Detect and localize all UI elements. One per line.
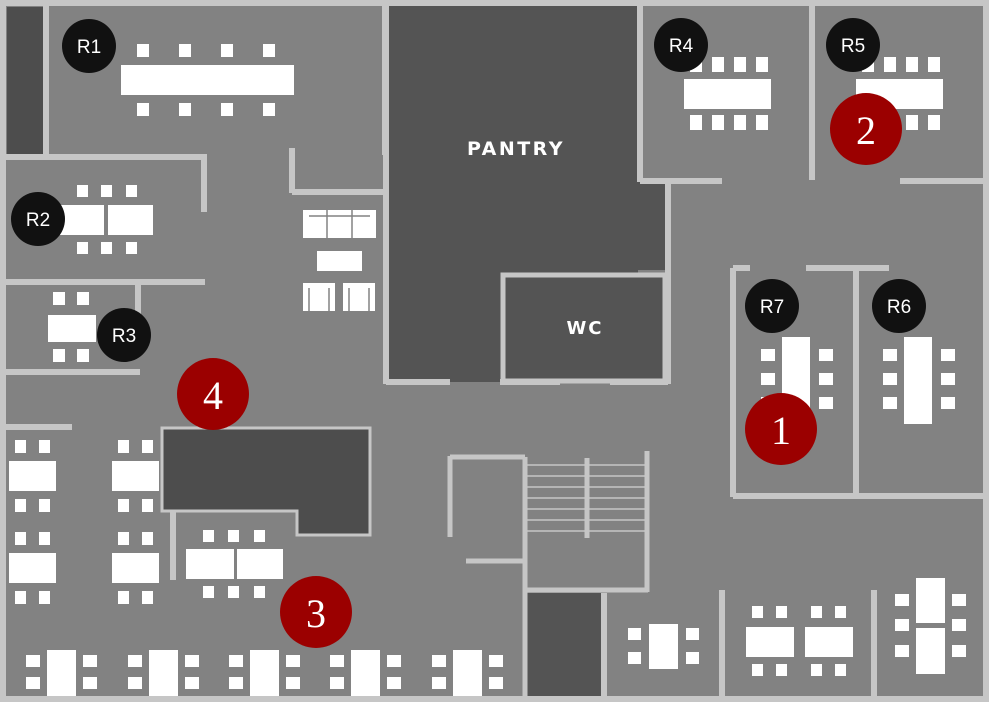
svg-text:R4: R4 bbox=[669, 36, 694, 57]
svg-text:4: 4 bbox=[203, 373, 223, 418]
room-badge-r3[interactable]: R3 bbox=[97, 308, 151, 362]
svg-text:2: 2 bbox=[856, 108, 876, 153]
room-badge-r4[interactable]: R4 bbox=[654, 18, 708, 72]
svg-text:R2: R2 bbox=[26, 210, 50, 231]
marker-3[interactable]: 3 bbox=[280, 576, 352, 648]
room-badge-r2[interactable]: R2 bbox=[11, 192, 65, 246]
svg-text:1: 1 bbox=[771, 408, 791, 453]
marker-2[interactable]: 2 bbox=[830, 93, 902, 165]
room-badge-r7[interactable]: R7 bbox=[745, 279, 799, 333]
desk bbox=[121, 65, 294, 95]
svg-text:R6: R6 bbox=[887, 297, 911, 318]
room-badge-r5[interactable]: R5 bbox=[826, 18, 880, 72]
lounge-chair-details bbox=[308, 210, 370, 311]
marker-1[interactable]: 1 bbox=[745, 393, 817, 465]
svg-text:R7: R7 bbox=[760, 297, 784, 318]
storage-block bbox=[160, 426, 372, 537]
svg-text:R5: R5 bbox=[841, 36, 865, 57]
interior-walls bbox=[6, 6, 983, 696]
svg-text:3: 3 bbox=[306, 591, 326, 636]
pantry-label: PANTRY bbox=[467, 138, 565, 160]
chair bbox=[137, 44, 149, 57]
svg-text:R3: R3 bbox=[112, 326, 136, 347]
elevator-shaft bbox=[527, 593, 601, 696]
marker-4[interactable]: 4 bbox=[177, 358, 249, 430]
svg-text:R1: R1 bbox=[77, 37, 101, 58]
wall-column bbox=[7, 7, 43, 154]
wc-area[interactable] bbox=[500, 272, 668, 384]
wc-label: WC bbox=[566, 318, 603, 339]
room-badge-r6[interactable]: R6 bbox=[872, 279, 926, 333]
room-badge-r1[interactable]: R1 bbox=[62, 19, 116, 73]
stairwell bbox=[447, 451, 650, 696]
